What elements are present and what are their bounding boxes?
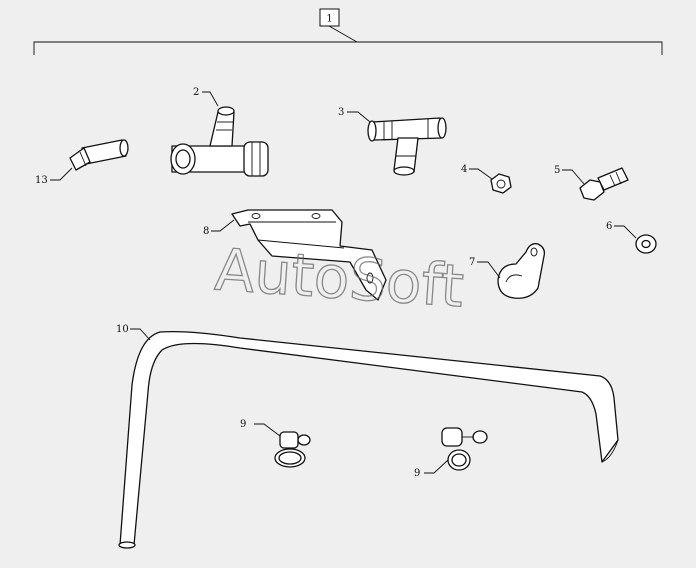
callout-label-6: 6 [606, 221, 612, 232]
callout-label-12: 10 [116, 324, 129, 335]
callout-12: 10 [116, 324, 151, 341]
mounting-bracket-part-8 [231, 209, 387, 301]
callout-label-5: 5 [554, 165, 560, 176]
group-number-label: 1 [326, 14, 332, 25]
callout-label-13: 13 [35, 175, 48, 186]
callout-6: 6 [606, 221, 637, 239]
callout-9: 8 9 [414, 459, 449, 479]
hose-clamp-part-9 [441, 427, 488, 471]
callout-2: 2 [193, 87, 219, 107]
callout-5: 5 [554, 165, 585, 185]
group-callout-1: 1 [33, 8, 663, 55]
hose-clamp-part-10 [274, 431, 311, 468]
callout-3: 3 [338, 107, 371, 123]
watermark-text: AutoSoft [213, 235, 466, 320]
p-clip-part-7 [497, 243, 546, 299]
callout-label-2: 2 [193, 87, 199, 98]
callout-7: 7 [469, 257, 501, 279]
callout-10: 9 [240, 419, 281, 437]
flat-washer-part-6 [635, 234, 657, 254]
callout-label-9-text: 9 [414, 468, 420, 479]
callout-label-7: 7 [469, 257, 475, 268]
tee-connector-part-3 [367, 117, 447, 176]
callout-label-3: 3 [338, 107, 344, 118]
tee-connector-part-2 [170, 106, 269, 177]
callout-13: 13 [35, 167, 73, 186]
plug-connector-part-13 [69, 139, 129, 171]
callout-label-10: 9 [240, 419, 246, 430]
hex-nut-part-4 [490, 173, 512, 194]
callout-8: 8 [203, 219, 235, 237]
callout-label-8: 8 [203, 226, 209, 237]
callout-4: 4 [461, 164, 493, 180]
callout-label-4: 4 [461, 164, 467, 175]
hex-bolt-part-5 [579, 167, 629, 201]
hose-part-12 [118, 330, 619, 549]
